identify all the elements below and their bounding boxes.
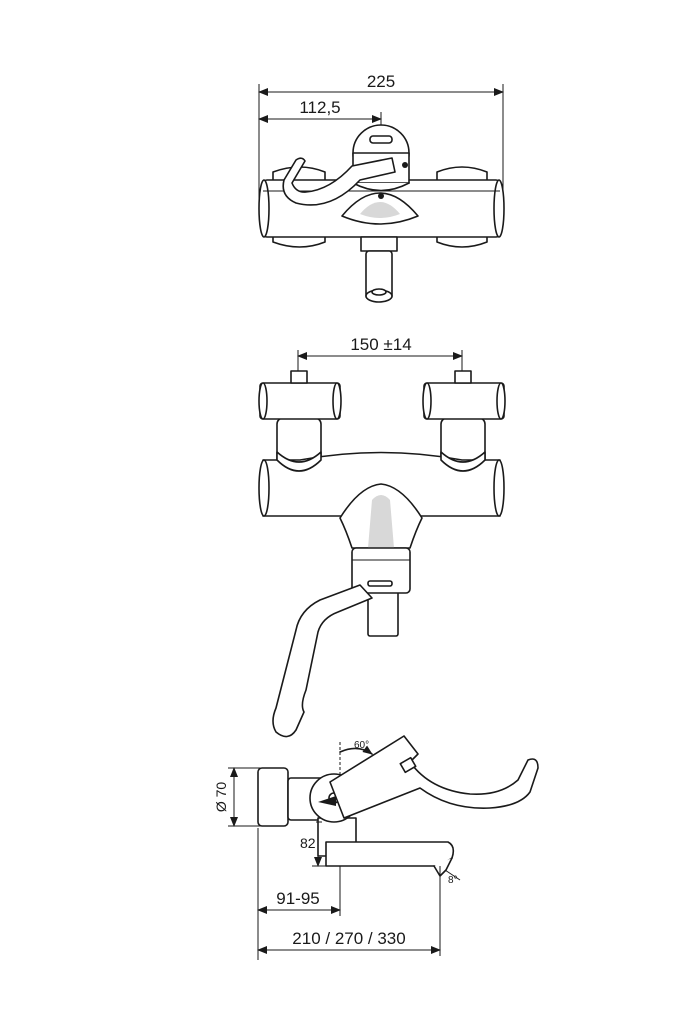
right-connection-cap (422, 370, 506, 420)
dimension-diameter-70: Ø 70 (213, 767, 262, 827)
front-view: 150 ±14 (258, 335, 506, 738)
lever-handle-side (329, 735, 539, 819)
dimension-225-label: 225 (367, 72, 395, 91)
dimension-112-5-label: 112,5 (299, 98, 340, 117)
spout-angle: 8° (439, 866, 458, 890)
spout-side-view (325, 841, 461, 881)
side-body (257, 767, 357, 857)
dimension-150: 150 ±14 (297, 335, 463, 374)
dimension-82-label: 82 (300, 835, 316, 851)
cartridge-front-view (339, 483, 423, 594)
right-elbow (440, 451, 486, 472)
left-elbow (276, 451, 322, 472)
side-view: Ø 70 8° 60° (213, 735, 539, 960)
dimension-82: 82 (300, 821, 326, 867)
top-view: 225 112,5 (258, 72, 505, 303)
dimension-spout-projection: 210 / 270 / 330 (257, 890, 441, 956)
dimension-225: 225 (258, 72, 504, 200)
dimension-150-label: 150 ±14 (350, 335, 411, 354)
dimension-91-95-label: 91-95 (276, 889, 319, 908)
left-connection-cap (258, 370, 342, 420)
dimension-112-5: 112,5 (258, 98, 382, 135)
dimension-spout-projection-label: 210 / 270 / 330 (292, 929, 405, 948)
lever-handle-top (282, 157, 396, 206)
dimension-diameter-70-label: Ø 70 (213, 782, 229, 813)
handle-marker (399, 756, 417, 774)
lever-handle-front (272, 584, 373, 738)
handle-angle-label: 60° (354, 740, 369, 751)
handle-angle-indicator: 60° (339, 740, 373, 800)
dimension-91-95: 91-95 (257, 828, 341, 960)
handle-pointer (318, 796, 336, 806)
spout-top-view (360, 236, 398, 303)
spout-angle-label: 8° (448, 875, 458, 886)
